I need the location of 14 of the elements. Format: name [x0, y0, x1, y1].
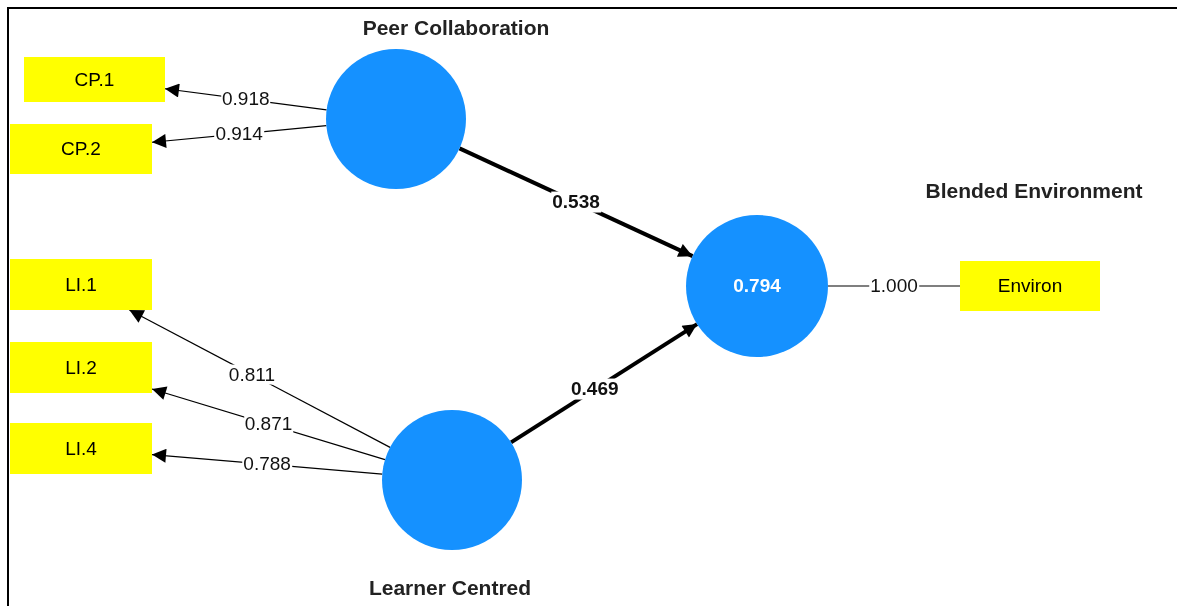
- indicator-box: CP.1: [24, 57, 165, 102]
- indicator-box: LI.2: [10, 342, 152, 393]
- edge-label: 0.811: [227, 364, 276, 385]
- r-squared-value: 0.794: [733, 275, 781, 297]
- construct-name: Learner Centred: [368, 576, 532, 600]
- construct-name: Blended Environment: [925, 179, 1143, 203]
- indicator-box: Environ: [960, 261, 1100, 311]
- indicator-box: LI.4: [10, 423, 152, 474]
- construct-name: Peer Collaboration: [362, 16, 550, 40]
- indicator-box: CP.2: [10, 124, 152, 174]
- edge-label: 0.871: [243, 413, 294, 435]
- edge-label: 0.538: [551, 191, 601, 213]
- edge-label: 0.469: [570, 378, 620, 400]
- indicator-box: LI.1: [10, 259, 152, 310]
